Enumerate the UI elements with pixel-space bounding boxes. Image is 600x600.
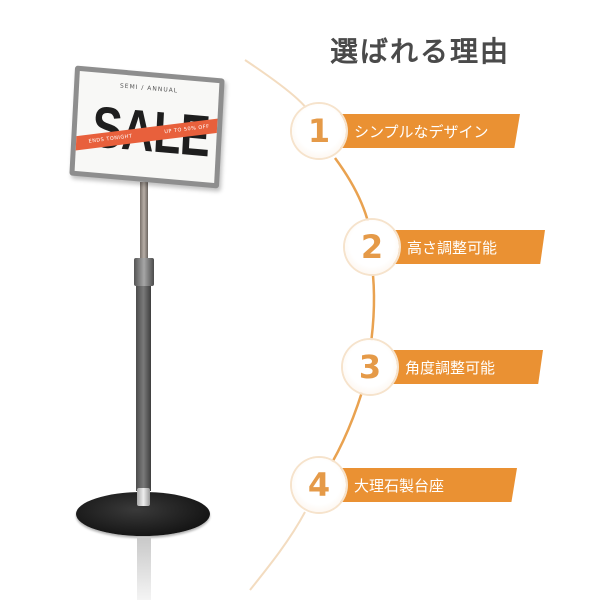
number-badge: 2 (345, 220, 399, 274)
number-badge: 3 (343, 340, 397, 394)
page-title: 選ばれる理由 (330, 35, 511, 68)
feature-number: 2 (360, 228, 384, 266)
feature-number: 4 (307, 466, 331, 504)
ribbon-left-text: ENDS TONIGHT (88, 133, 133, 145)
feature-label: 大理石製台座 (354, 476, 445, 495)
feature-item-1: 1 シンプルなデザイン (292, 104, 522, 160)
number-badge: 4 (292, 458, 346, 512)
sign-frame: SEMI / ANNUAL SALE ENDS TONIGHT UP TO 50… (69, 65, 225, 189)
feature-item-4: 4 大理石製台座 (292, 458, 522, 514)
sign-poster: SEMI / ANNUAL SALE ENDS TONIGHT UP TO 50… (74, 70, 220, 184)
stand-upper-pole (140, 182, 148, 262)
base-joint (137, 488, 150, 506)
feature-number: 1 (307, 112, 331, 150)
feature-bar: 高さ調整可能 (385, 230, 545, 264)
feature-bar: シンプルなデザイン (332, 114, 520, 148)
feature-number: 3 (358, 348, 382, 386)
number-badge: 1 (292, 104, 346, 158)
feature-bar: 角度調整可能 (383, 350, 543, 384)
feature-label: 高さ調整可能 (407, 238, 498, 257)
feature-bar: 大理石製台座 (332, 468, 517, 502)
feature-label: シンプルなデザイン (354, 122, 489, 141)
height-adjust-collar (134, 258, 154, 286)
ribbon-right-text: UP TO 50% OFF (163, 123, 210, 136)
stand-lower-pole (136, 286, 151, 491)
feature-label: 角度調整可能 (405, 358, 496, 377)
feature-item-2: 2 高さ調整可能 (345, 220, 545, 276)
feature-item-3: 3 角度調整可能 (343, 340, 543, 396)
pole-reflection (137, 538, 151, 600)
